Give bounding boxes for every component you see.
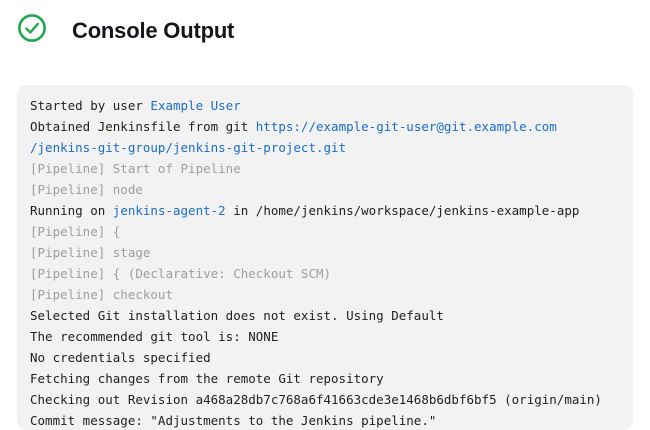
console-text: [Pipeline] { (Declarative: Checkout SCM) [30, 266, 332, 281]
console-link[interactable]: https://example-git-user@git.example.com [255, 119, 557, 134]
console-text: [Pipeline] stage [30, 245, 151, 260]
console-text: [Pipeline] node [30, 182, 143, 197]
console-line: Running on jenkins-agent-2 in /home/jenk… [30, 200, 620, 221]
console-line: [Pipeline] checkout [30, 284, 620, 305]
console-text: Obtained Jenkinsfile from git [30, 119, 256, 134]
console-text: Fetching changes from the remote Git rep… [30, 371, 384, 386]
console-line: Commit message: "Adjustments to the Jenk… [30, 410, 620, 430]
console-text: Selected Git installation does not exist… [30, 308, 444, 323]
console-link[interactable]: /jenkins-git-group/jenkins-git-project.g… [30, 140, 347, 155]
console-link[interactable]: Example User [150, 98, 241, 113]
console-text: [Pipeline] { [30, 224, 121, 239]
console-line: [Pipeline] stage [30, 242, 620, 263]
console-line: No credentials specified [30, 347, 620, 368]
console-text: [Pipeline] Start of Pipeline [30, 161, 241, 176]
console-line: Fetching changes from the remote Git rep… [30, 368, 620, 389]
console-line: [Pipeline] node [30, 179, 620, 200]
console-text: Checking out Revision a468a28db7c768a6f4… [30, 392, 602, 407]
console-text: [Pipeline] checkout [30, 287, 173, 302]
console-line: Selected Git installation does not exist… [30, 305, 620, 326]
console-text: Running on [30, 203, 113, 218]
console-text: in /home/jenkins/workspace/jenkins-examp… [225, 203, 580, 218]
console-line: Started by user Example User [30, 95, 620, 116]
console-line: Checking out Revision a468a28db7c768a6f4… [30, 389, 620, 410]
console-line: /jenkins-git-group/jenkins-git-project.g… [30, 137, 620, 158]
console-line: [Pipeline] { (Declarative: Checkout SCM) [30, 263, 620, 284]
console-line: Obtained Jenkinsfile from git https://ex… [30, 116, 620, 137]
console-text: Commit message: "Adjustments to the Jenk… [30, 413, 437, 428]
page-title: Console Output [72, 18, 235, 43]
success-check-icon [17, 13, 47, 43]
console-text: Started by user [30, 98, 151, 113]
console-line: The recommended git tool is: NONE [30, 326, 620, 347]
console-text: The recommended git tool is: NONE [30, 329, 279, 344]
check-mark [25, 22, 39, 34]
console-line: [Pipeline] Start of Pipeline [30, 158, 620, 179]
success-circle [18, 14, 46, 42]
console-link[interactable]: jenkins-agent-2 [112, 203, 226, 218]
console-line: [Pipeline] { [30, 221, 620, 242]
console-text: No credentials specified [30, 350, 211, 365]
